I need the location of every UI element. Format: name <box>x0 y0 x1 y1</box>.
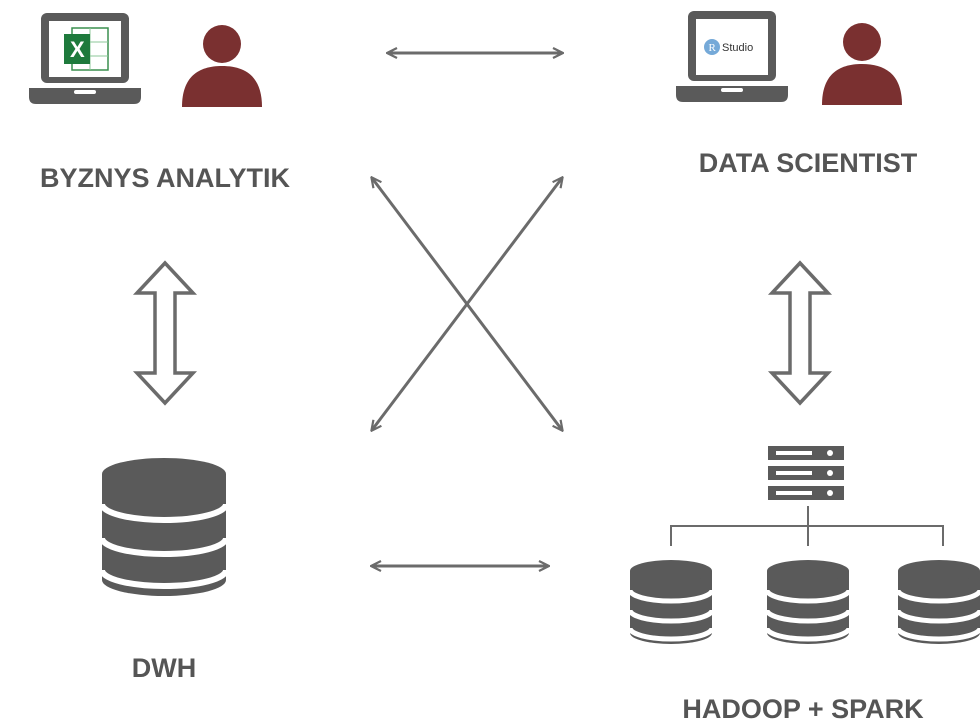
cluster-database-icon-2 <box>767 560 849 644</box>
person-icon <box>822 23 902 105</box>
cluster-lines <box>670 506 944 546</box>
connector-arrows <box>372 53 562 566</box>
cluster-database-icon-3 <box>898 560 980 644</box>
analyst-dwh-double-arrow <box>135 261 195 405</box>
scientist-hadoop-double-arrow <box>770 261 830 405</box>
rstudio-icon: R Studio <box>704 39 753 55</box>
business-analyst-label: BYZNYS ANALYTIK <box>40 163 291 193</box>
server-icon <box>768 446 844 500</box>
business-analyst-node: X BYZNYS ANALYTIK <box>29 13 291 193</box>
rstudio-text: Studio <box>722 42 753 54</box>
data-scientist-label: DATA SCIENTIST <box>699 148 918 178</box>
hadoop-label: HADOOP + SPARK <box>682 694 924 724</box>
person-icon <box>182 25 262 107</box>
dwh-node: DWH <box>102 458 226 683</box>
laptop-rstudio-icon: R Studio <box>676 11 788 102</box>
rstudio-r-letter: R <box>709 42 717 54</box>
hadoop-node: HADOOP + SPARK <box>630 446 980 724</box>
excel-icon: X <box>64 27 109 71</box>
cluster-database-icon-1 <box>630 560 712 644</box>
data-scientist-node: R Studio DATA SCIENTIST <box>676 11 918 178</box>
database-icon <box>102 458 226 596</box>
dwh-label: DWH <box>132 653 196 683</box>
laptop-excel-icon: X <box>29 13 141 104</box>
excel-letter: X <box>70 37 85 62</box>
scientist-dwh-arrow <box>372 178 562 430</box>
